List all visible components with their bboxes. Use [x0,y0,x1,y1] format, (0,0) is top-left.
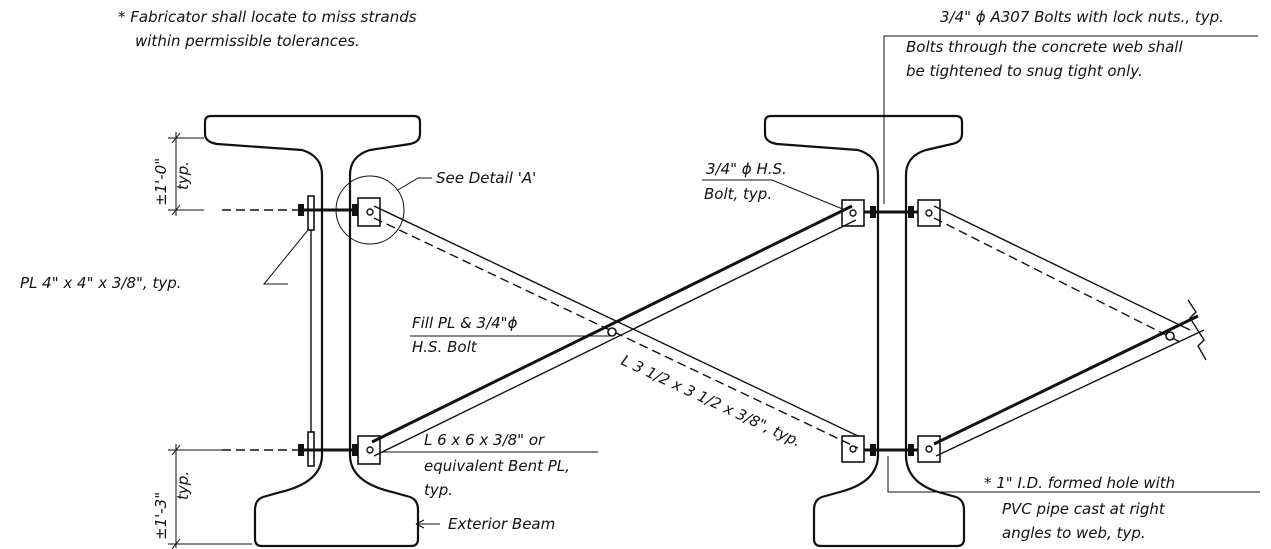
note-plate: PL 4" x 4" x 3/8", typ. [20,274,182,292]
hs-bolt-leader [702,179,846,211]
left-exterior-plate-upper [307,195,315,231]
break-line [1187,299,1207,361]
right-lower-angle-right [917,435,941,463]
note-formed-hole-line1: * 1" I.D. formed hole with [984,474,1175,492]
dim-top [168,132,204,216]
note-hs-bolt-line2: Bolt, typ. [704,185,772,203]
note-see-detail: See Detail 'A' [436,169,536,187]
diagonal-4-edge-a [933,314,1199,446]
left-lower-angle [357,435,381,465]
note-a307-line1: 3/4" ϕ A307 Bolts with lock nuts., typ. [940,8,1224,26]
right-upper-angle-right [917,199,941,227]
diagonal-2-edge-b [373,219,857,457]
note-angle-bent-line2: equivalent Bent PL, [424,457,570,475]
note-fill-line2: H.S. Bolt [412,338,478,356]
detail-a-circle [335,175,405,245]
fill-plate-bolt [607,327,617,337]
note-angle-bent-line1: L 6 x 6 x 3/8" or [424,431,545,449]
left-girder-outline [203,114,422,548]
diagonal-3-edge-a [933,205,1191,331]
right-upper-angle-left [841,199,865,227]
right-lower-angle-left [841,435,865,463]
note-formed-hole-line2: PVC pipe cast at right [1002,500,1166,518]
formed-hole-leader [887,456,1260,493]
a307-leader [883,35,1258,204]
note-angle-bent-line3: typ. [424,481,453,499]
note-fabricator-line1: * Fabricator shall locate to miss strand… [118,8,417,26]
right-girder-outline [763,114,966,548]
note-exterior-beam: Exterior Beam [448,515,555,533]
dim-bottom-label: ±1'-3" [152,492,170,540]
dim-bottom [168,444,252,549]
note-a307-line2: Bolts through the concrete web shall [906,38,1183,56]
left-upper-bolt [298,204,360,216]
detail-a-leader [397,177,432,191]
right-intersection-bolt [1165,331,1175,341]
left-lower-bolt [298,444,360,456]
note-a307-line3: be tightened to snug tight only. [906,62,1143,80]
note-fabricator-line2: within permissible tolerances. [135,32,360,50]
note-hs-bolt-line1: 3/4" ϕ H.S. [706,160,787,178]
note-fill-line1: Fill PL & 3/4"ϕ [412,314,518,332]
diagonal-3-edge-b [933,217,1181,343]
note-formed-hole-line3: angles to web, typ. [1002,524,1146,542]
diagonal-4-edge-b [935,329,1205,457]
dim-top-label: ±1'-0" [152,158,170,206]
dim-bottom-typ: typ. [174,471,192,500]
left-upper-angle [357,197,381,227]
diagonal-2-edge-a [371,204,853,444]
dim-top-typ: typ. [174,161,192,190]
plate-leader [262,229,309,285]
